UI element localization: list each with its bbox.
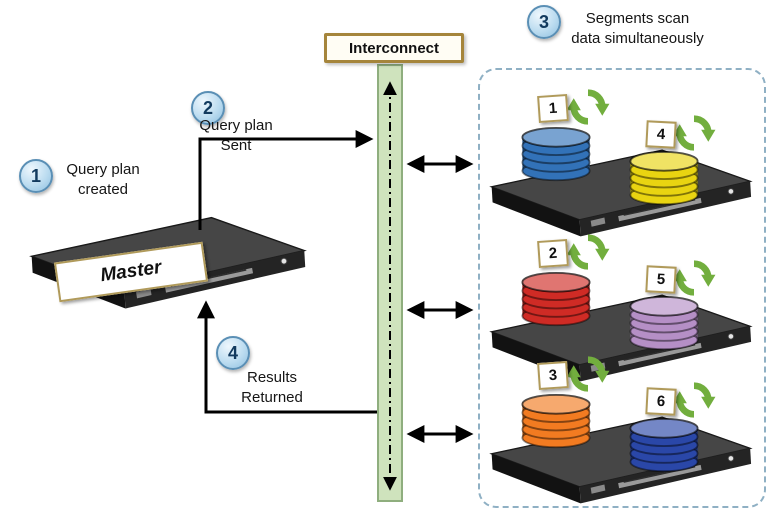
- disk-number: 6: [656, 392, 666, 411]
- step-badge-2: 2: [191, 91, 225, 125]
- disk-number: 2: [548, 244, 558, 263]
- step-number: 2: [202, 97, 213, 118]
- disk-number-card: 3: [537, 360, 569, 391]
- step-badge-3: 3: [527, 5, 561, 39]
- disk-number-card: 4: [645, 120, 677, 149]
- disk-number: 3: [548, 366, 558, 385]
- disk-number: 1: [548, 99, 558, 118]
- interconnect-label-box: Interconnect: [324, 33, 464, 63]
- disk-number: 5: [656, 270, 666, 289]
- segment-server-3: 3 6: [480, 352, 766, 518]
- disk-number-card: 2: [537, 238, 569, 269]
- interconnect-label: Interconnect: [348, 39, 439, 57]
- disk-number-card: 6: [645, 387, 677, 416]
- refresh-icon: [566, 230, 610, 274]
- refresh-icon: [566, 352, 610, 396]
- disk-number: 4: [656, 125, 666, 144]
- step-label-3: Segments scan data simultaneously: [571, 10, 704, 47]
- step-badge-1: 1: [19, 159, 53, 193]
- step-label-2: Query plan Sent: [199, 117, 273, 154]
- interconnect-bus-bar: [377, 64, 403, 502]
- step-number: 4: [227, 342, 238, 363]
- master-label: Master: [99, 256, 163, 287]
- disk-number-card: 5: [645, 265, 677, 294]
- refresh-icon: [566, 85, 610, 129]
- refresh-icon: [672, 256, 716, 300]
- step-badge-4: 4: [216, 336, 250, 370]
- step-label-4: Results Returned: [241, 369, 303, 406]
- refresh-icon: [672, 378, 716, 422]
- disk-number-card: 1: [537, 93, 569, 124]
- step-number: 1: [30, 165, 41, 186]
- step-number: 3: [538, 11, 549, 32]
- refresh-icon: [672, 111, 716, 155]
- segments-group-box: [478, 68, 766, 508]
- step-label-1: Query plan created: [66, 161, 140, 198]
